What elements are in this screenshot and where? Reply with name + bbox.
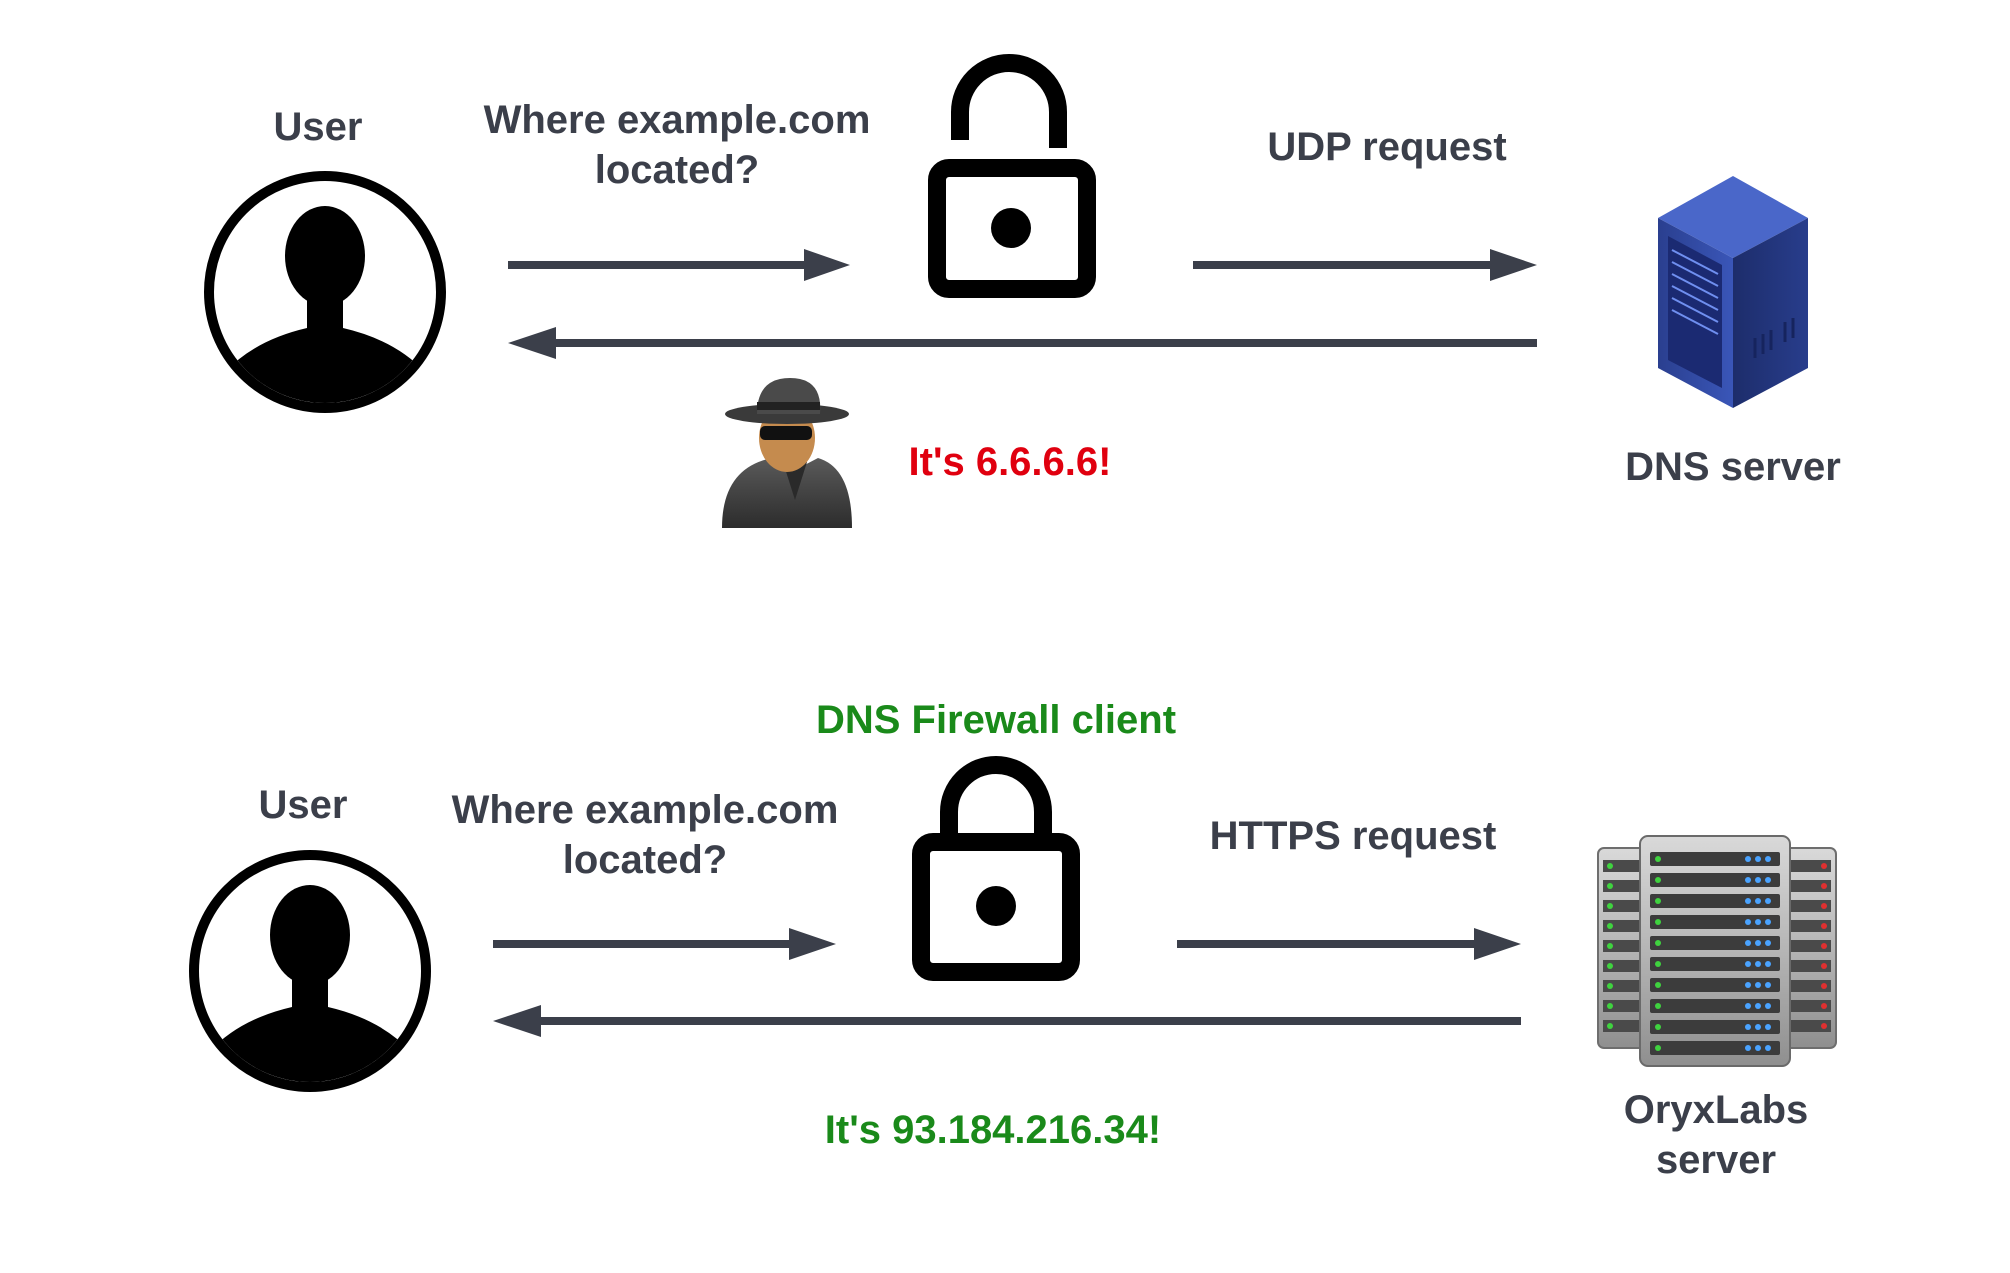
bottom-scenario: DNS Firewall client User Where example.c… <box>189 698 1837 1182</box>
bottom-server-label-line2: server <box>1656 1138 1776 1182</box>
locked-padlock-icon <box>912 756 1080 981</box>
bottom-query-arrow <box>493 928 836 960</box>
bottom-user-avatar-icon <box>189 850 431 1092</box>
bottom-response-text: It's 93.184.216.34! <box>825 1108 1161 1152</box>
top-query-arrow <box>508 249 850 281</box>
bottom-user-label: User <box>259 783 348 827</box>
bottom-question-line1: Where example.com <box>452 788 839 832</box>
top-scenario: User Where example.com located? UDP requ… <box>204 54 1841 528</box>
top-response-arrow <box>508 327 1537 359</box>
bottom-request-label: HTTPS request <box>1210 814 1497 858</box>
server-stack-icon <box>1597 835 1837 1067</box>
top-user-label: User <box>274 105 363 149</box>
top-request-arrow <box>1193 249 1537 281</box>
bottom-server-label-line1: OryxLabs <box>1624 1088 1809 1132</box>
top-response-text: It's 6.6.6.6! <box>909 440 1112 484</box>
top-request-label: UDP request <box>1267 125 1506 169</box>
top-user-avatar-icon <box>204 171 446 413</box>
bottom-client-label: DNS Firewall client <box>816 698 1176 742</box>
top-question-line1: Where example.com <box>484 98 871 142</box>
unlocked-padlock-icon <box>928 54 1096 298</box>
top-server-label: DNS server <box>1625 445 1841 489</box>
top-question-line2: located? <box>595 148 759 192</box>
bottom-question-line2: located? <box>563 838 727 882</box>
server-rack-icon <box>1658 176 1808 408</box>
bottom-request-arrow <box>1177 928 1521 960</box>
bottom-response-arrow <box>493 1005 1521 1037</box>
spy-attacker-icon <box>722 378 852 528</box>
